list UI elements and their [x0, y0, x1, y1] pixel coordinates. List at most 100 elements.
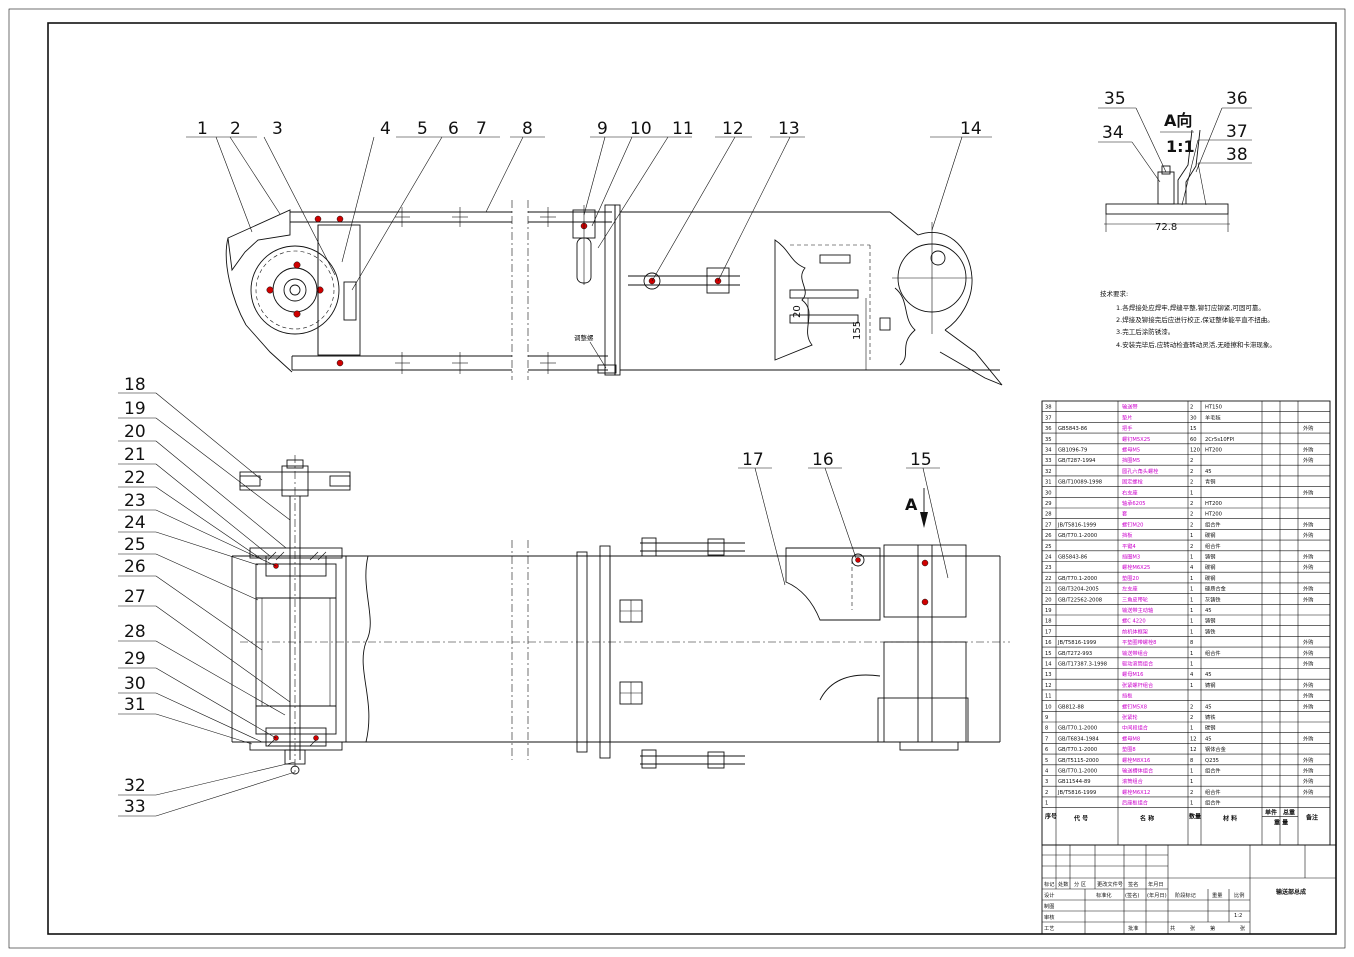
bom-cell-name: 右支座 — [1122, 488, 1138, 496]
bom-cell-remark: 外购 — [1303, 553, 1313, 561]
tb-date2: (年月日) — [1147, 891, 1167, 899]
bom-cell-name: 前机体框架 — [1122, 627, 1148, 635]
bom-cell-code: GB/T70.1-2000 — [1058, 769, 1097, 775]
left-balloons: 18 19 20 21 22 23 24 25 26 27 28 29 30 3… — [124, 375, 146, 817]
bom-cell-qty: 1 — [1190, 587, 1193, 593]
section-view: A — [231, 455, 1010, 775]
balloon-28: 28 — [124, 622, 146, 642]
bom-cell-name: 滚筒组合 — [1122, 777, 1144, 785]
bom-header-code: 代 号 — [1073, 815, 1088, 823]
bom-cell-no: 36 — [1045, 426, 1052, 432]
bom-cell-qty: 2 — [1190, 469, 1193, 475]
bom-cell-name: 挡板 — [1122, 692, 1133, 700]
bom-cell-qty: 1 — [1190, 779, 1193, 785]
balloon-2: 2 — [230, 119, 241, 139]
balloon-23: 23 — [124, 491, 146, 511]
dim-20: 20 — [792, 305, 803, 318]
bom-cell-name: 驱动滚筒组合 — [1122, 660, 1154, 668]
top-leaders — [186, 136, 992, 291]
bom-cell-no: 38 — [1045, 405, 1052, 411]
bom-cell-code: JB/T5816-1999 — [1057, 640, 1096, 646]
bom-cell-name: 轴承6205 — [1122, 499, 1146, 507]
bom-header-total-weight: 总重 — [1283, 809, 1295, 817]
bom-cell-remark: 外购 — [1303, 692, 1313, 700]
bom-cell-no: 17 — [1045, 629, 1052, 635]
tb-scale-value: 1:2 — [1234, 913, 1242, 919]
bom-cell-material: 灰铸铁 — [1205, 595, 1221, 603]
detail-view-a: A向 1:1 72.8 35 34 36 37 38 — [1098, 89, 1252, 233]
tb-draw: 制图 — [1044, 902, 1054, 910]
bom-cell-material: 2Cr5s10FPl — [1205, 437, 1234, 443]
bom-cell-no: 20 — [1045, 597, 1052, 603]
bom-cell-code: GB/T272-993 — [1058, 651, 1092, 657]
tb-design: 设计 — [1044, 891, 1054, 899]
balloon-27: 27 — [124, 587, 146, 607]
bom-cell-qty: 8 — [1190, 758, 1193, 764]
bom-cell-qty: 1 — [1190, 490, 1193, 496]
bom-cell-no: 34 — [1045, 448, 1052, 454]
left-leaders — [118, 392, 296, 817]
bom-cell-material: 碳钢 — [1205, 563, 1215, 571]
bom-cell-name: 张紧轮 — [1122, 713, 1138, 721]
bom-cell-no: 31 — [1045, 480, 1052, 486]
bom-cell-material: 组合件 — [1205, 788, 1221, 796]
bom-cell-remark: 外购 — [1303, 456, 1313, 464]
bom-cell-no: 12 — [1045, 683, 1052, 689]
bom-cell-material: 45 — [1205, 608, 1212, 614]
bom-cell-material: HT200 — [1205, 512, 1222, 518]
bom-cell-no: 30 — [1045, 490, 1052, 496]
bom-cell-code: GB/T17387.3-1998 — [1058, 662, 1107, 668]
dim-155: 155 — [852, 321, 863, 340]
bom-cell-qty: 4 — [1190, 565, 1194, 571]
inner-border — [47, 22, 1337, 935]
bom-cell-qty: 1 — [1190, 576, 1193, 582]
balloon-29: 29 — [124, 649, 146, 669]
bom-cell-remark: 外购 — [1303, 660, 1313, 668]
bom-cell-code: GB11544-89 — [1058, 779, 1091, 785]
bom-cell-no: 15 — [1045, 651, 1052, 657]
bom-cell-qty: 2 — [1190, 458, 1193, 464]
bom-cell-qty: 1 — [1190, 533, 1193, 539]
bom-cell-no: 37 — [1045, 415, 1052, 421]
bom-cell-name: 螺栓M6X12 — [1122, 788, 1150, 796]
bom-cell-no: 28 — [1045, 512, 1052, 518]
balloon-14: 14 — [960, 119, 982, 139]
bom-cell-name: 挡圈M3 — [1122, 553, 1140, 561]
bom-cell-no: 24 — [1045, 555, 1052, 561]
bom-cell-qty: 1 — [1190, 769, 1193, 775]
tb-mark: 标记 — [1044, 880, 1054, 888]
bom-cell-name: 张紧螺杆组合 — [1122, 681, 1154, 689]
bom-cell-name: 垫圈20 — [1122, 574, 1139, 582]
bom-cell-remark: 外购 — [1303, 702, 1313, 710]
tb-sign2: (签名) — [1125, 891, 1139, 899]
bom-cell-name: 输送带主动轴 — [1122, 606, 1153, 614]
view-label: A向 — [1164, 111, 1192, 130]
note-2: 2.焊接及铆接完后应进行校正,保证整体能平直不扭曲。 — [1116, 315, 1274, 324]
bom-cell-material: 组合件 — [1205, 649, 1221, 657]
bom-cell-qty: 15 — [1190, 426, 1197, 432]
bom-cell-remark: 外购 — [1303, 681, 1313, 689]
bom-cell-name: 固定螺栓 — [1122, 478, 1144, 486]
bom-cell-name: 输送槽体组合 — [1122, 767, 1154, 775]
bom-cell-no: 26 — [1045, 533, 1052, 539]
bom-cell-name: 输送带组合 — [1122, 649, 1149, 657]
bom-cell-code: GB/T10089-1998 — [1058, 480, 1102, 486]
bom-cell-material: 组合件 — [1205, 520, 1221, 528]
bom-cell-no: 32 — [1045, 469, 1052, 475]
bom-cell-name: 把手 — [1122, 424, 1132, 432]
bom-cell-material: 45 — [1205, 736, 1212, 742]
bom-cell-code: GB/T70.1-2000 — [1058, 533, 1097, 539]
bom-cell-no: 27 — [1045, 522, 1052, 528]
side-view: 20 155 调整螺 — [225, 200, 1003, 386]
balloon-3: 3 — [272, 119, 283, 139]
balloon-1: 1 — [197, 119, 208, 139]
tb-stage: 阶段标记 — [1175, 891, 1196, 899]
bom-header-no: 序号 — [1044, 813, 1057, 821]
bom-cell-name: 螺钉M5X8 — [1122, 702, 1147, 710]
bom-cell-no: 18 — [1045, 619, 1052, 625]
bom-cell-no: 13 — [1045, 672, 1052, 678]
bom-cell-material: 铸铁 — [1205, 713, 1215, 721]
tb-scale-label: 比例 — [1234, 891, 1244, 899]
